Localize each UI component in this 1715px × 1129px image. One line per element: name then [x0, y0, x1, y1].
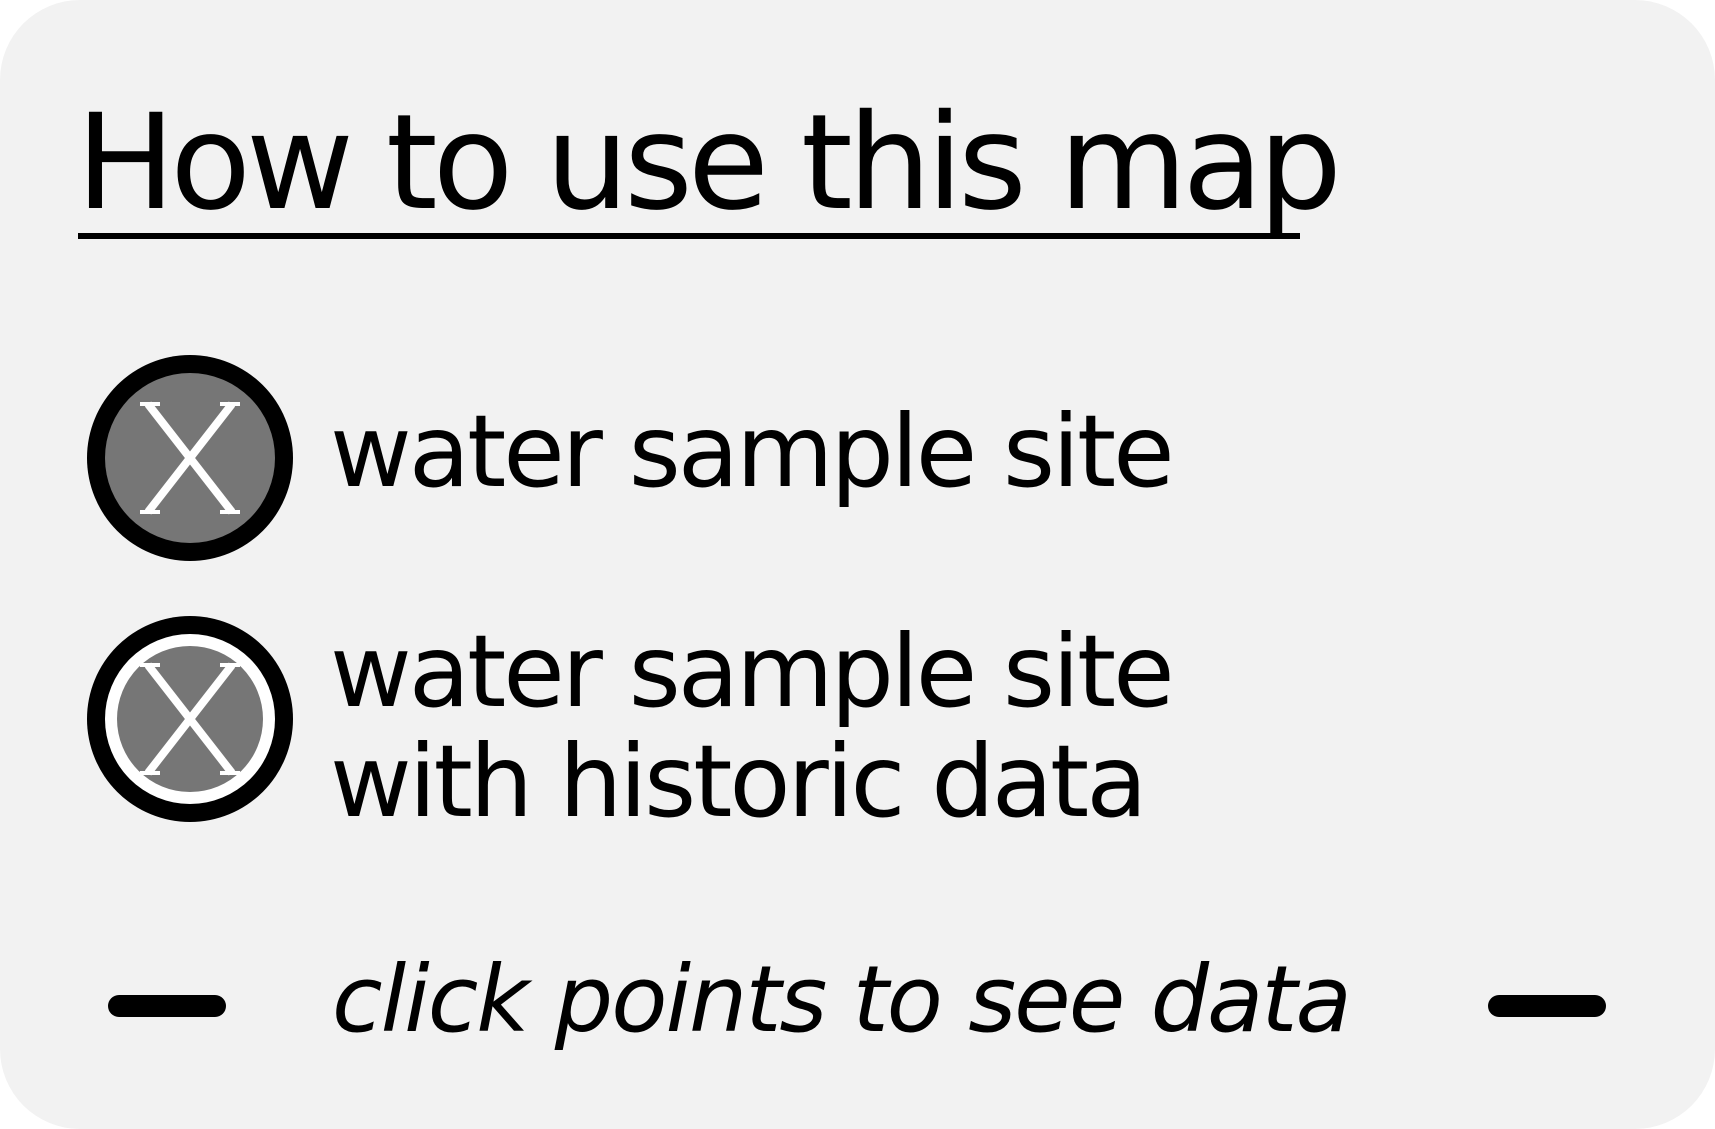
hint-dash-left	[108, 995, 226, 1017]
legend-label-historic-line-2: with historic data	[330, 723, 1148, 840]
water-sample-site-icon	[78, 346, 302, 570]
water-sample-site-historic-icon	[78, 607, 302, 831]
hint-row: click points to see data	[100, 944, 1615, 1064]
legend-title: How to use this map	[76, 86, 1342, 240]
legend-label-water-sample-site: water sample site	[330, 393, 1175, 510]
hint-dash-right	[1488, 995, 1606, 1017]
title-underline	[78, 233, 1300, 239]
legend-label-historic-line-1: water sample site	[330, 613, 1175, 730]
hint-text: click points to see data	[332, 946, 1352, 1053]
